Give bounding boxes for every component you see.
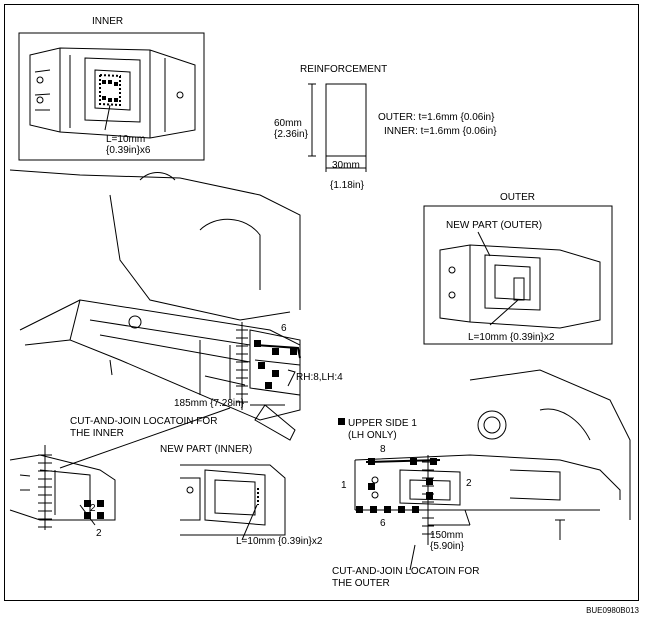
width-mm-label: 30mm	[332, 160, 360, 171]
callout-6b: 6	[380, 518, 386, 529]
vehicle-structure-main	[9, 169, 301, 441]
reinforcement-label: REINFORCEMENT	[300, 64, 388, 75]
inner-inset-title: INNER	[92, 16, 124, 27]
outer-inset-drawing	[439, 231, 601, 329]
bottom-left-detail	[9, 445, 116, 530]
cut-inner-label-2: THE INNER	[70, 428, 124, 439]
inner-weld-length-bottom: L=10mm {0.39in}x2	[236, 536, 323, 547]
bottom-right-structure	[354, 369, 631, 540]
cut-inner-leader	[59, 407, 231, 469]
figure-code: BUE0980B013	[586, 606, 639, 615]
height-dimension	[308, 83, 316, 157]
weld-marks	[84, 80, 437, 519]
cut-outer-label-1: CUT-AND-JOIN LOCATOIN FOR	[332, 566, 480, 577]
callout-2a: 2	[90, 503, 96, 514]
inner-cut-line	[236, 322, 248, 410]
inner-thickness-label: INNER: t=1.6mm {0.06in}	[384, 126, 497, 137]
outer-inset-title: OUTER	[500, 192, 535, 203]
callout-2b: 2	[96, 528, 102, 539]
cut-outer-leader	[409, 544, 416, 571]
width-dimension	[325, 156, 367, 172]
height-mm-label: 60mm	[274, 118, 302, 129]
callout-8: 8	[380, 444, 386, 455]
callout-2c: 2	[466, 478, 472, 489]
dist-150-in-label: {5.90in}	[430, 541, 464, 552]
height-in-label: {2.36in}	[274, 129, 308, 140]
outer-thickness-label: OUTER: t=1.6mm {0.06in}	[378, 112, 495, 123]
dist-185-label: 185mm {7.28in}	[174, 398, 245, 409]
outer-inset-box	[423, 205, 613, 345]
cut-inner-label-1: CUT-AND-JOIN LOCATOIN FOR	[70, 416, 218, 427]
cut-outer-label-2: THE OUTER	[332, 578, 390, 589]
inner-inset-box	[18, 32, 205, 161]
rh-lh-bracket	[287, 369, 296, 387]
inner-weld-length-in: {0.39in}x6	[106, 145, 151, 156]
callout-1: 1	[341, 480, 347, 491]
weld-line-top	[254, 344, 301, 359]
outer-weld-length: L=10mm {0.39in}x2	[468, 332, 555, 343]
upper-side-label: UPPER SIDE 1	[348, 418, 417, 429]
reinforcement-panel	[325, 83, 367, 157]
dist-150-mm-label: 150mm	[430, 530, 464, 541]
new-part-outer-label: NEW PART (OUTER)	[446, 220, 543, 231]
inner-inset-drawing	[29, 47, 196, 139]
weld-line-upper	[365, 459, 441, 463]
width-in-label: {1.18in}	[330, 180, 364, 191]
callout-6-main: 6	[281, 323, 287, 334]
new-part-inner-drawing	[180, 464, 286, 541]
figure-frame	[4, 4, 639, 601]
inner-weld-length: L=10mm	[106, 134, 146, 145]
upper-side-lh-only: (LH ONLY)	[348, 430, 397, 441]
rh-lh-label: RH:8,LH:4	[296, 372, 343, 383]
new-part-inner-label: NEW PART (INNER)	[160, 444, 253, 455]
